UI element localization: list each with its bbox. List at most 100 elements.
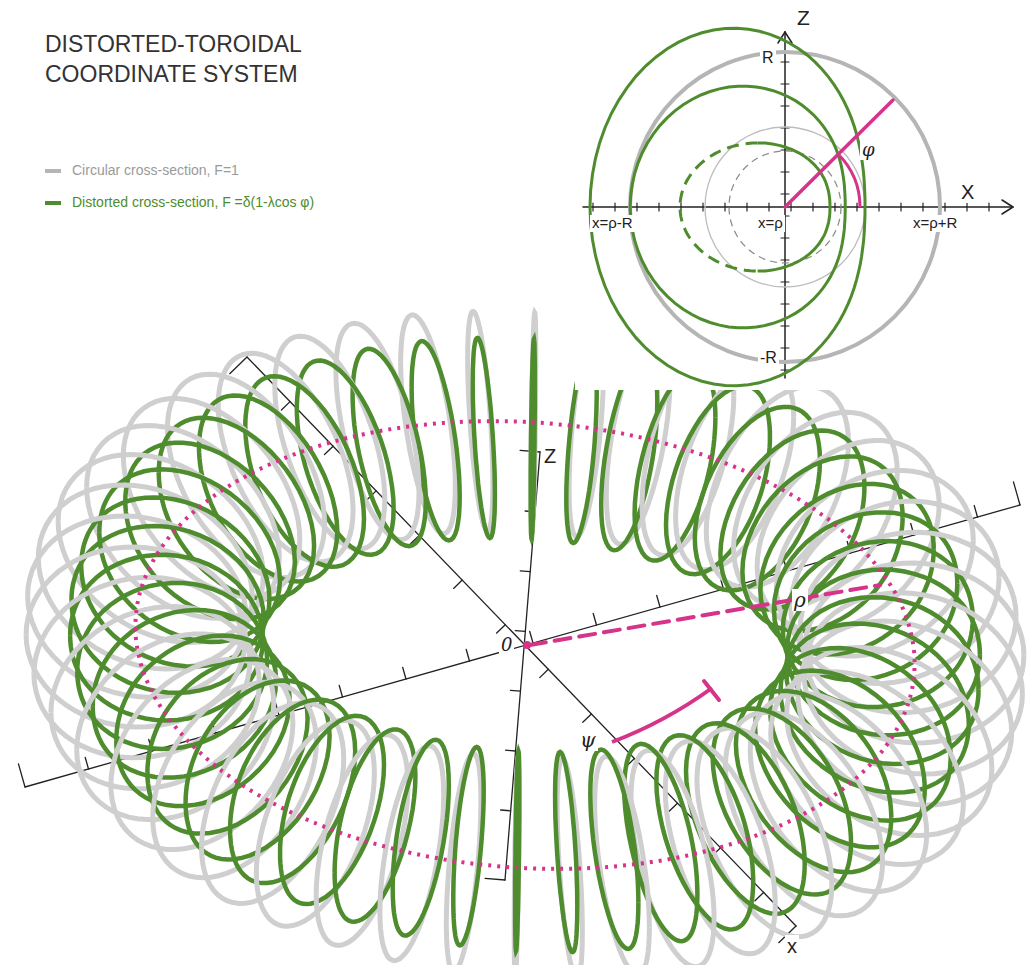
distorted-section-dashed xyxy=(680,143,758,271)
axis-tick xyxy=(657,595,660,607)
axis-tick xyxy=(281,402,290,410)
inset-tick xyxy=(592,203,593,211)
inset-tick xyxy=(944,203,945,211)
axis-tick xyxy=(755,892,764,900)
axis-tick xyxy=(466,649,469,661)
axis-tick xyxy=(18,764,25,787)
distorted-section xyxy=(590,28,865,385)
distorted-cross-section xyxy=(335,729,416,921)
inset-tick xyxy=(834,203,835,211)
inset-tick xyxy=(922,203,923,211)
inset-tick xyxy=(614,203,615,211)
distorted-cross-section xyxy=(393,740,449,936)
distorted-cross-section xyxy=(736,691,891,872)
axis-label: Z xyxy=(542,445,558,467)
inset-x-axis xyxy=(583,206,1012,208)
inset-tick xyxy=(781,105,789,106)
axis-label: x xyxy=(785,935,799,957)
inset-arrow xyxy=(1002,207,1013,214)
radius-line xyxy=(530,585,880,645)
inset-tick xyxy=(781,259,789,260)
axis-tick xyxy=(515,630,525,632)
inset-tick xyxy=(812,203,813,211)
axis-label: ρ xyxy=(792,589,808,611)
distorted-cross-section xyxy=(590,750,638,949)
axis-label: x=ρ xyxy=(756,215,785,232)
major-circle xyxy=(135,421,914,869)
axis-label: -R xyxy=(758,349,779,367)
axis-tick xyxy=(339,685,342,697)
axis-label: R xyxy=(760,49,776,67)
distorted-cross-section xyxy=(515,751,519,951)
inset-tick xyxy=(781,149,789,150)
axis-tick xyxy=(497,625,506,633)
axis-tick xyxy=(501,809,511,811)
circular-cross-section xyxy=(771,672,964,865)
inset-tick xyxy=(781,303,789,304)
axis-tick xyxy=(506,750,516,752)
axis-tick xyxy=(669,803,678,811)
inset-tick xyxy=(781,325,789,326)
distorted-cross-section xyxy=(473,338,495,538)
distorted-cross-section xyxy=(453,747,483,945)
axis-tick xyxy=(1013,482,1020,505)
axis-tick xyxy=(530,631,533,643)
inset-tick xyxy=(781,83,789,84)
inset-tick xyxy=(781,281,789,282)
inset-tick xyxy=(781,237,789,238)
inset-tick xyxy=(746,203,747,211)
inset-ground xyxy=(575,20,1030,390)
axis-tick xyxy=(485,878,505,880)
legend-text: Distorted cross-section, F =δ(1-λcos φ) xyxy=(72,194,314,210)
axis-tick xyxy=(403,667,406,679)
axis-label: x=ρ-R xyxy=(590,215,635,232)
distorted-cross-section xyxy=(531,339,535,539)
inset-tick xyxy=(900,203,901,211)
inset-tick xyxy=(790,203,791,211)
axis-tick xyxy=(593,613,596,625)
distorted-section xyxy=(630,86,845,328)
inset-tick xyxy=(658,203,659,211)
distorted-section xyxy=(758,143,830,271)
legend-swatch xyxy=(45,201,61,205)
circular-cross-section xyxy=(750,693,927,891)
axis-tick xyxy=(540,669,549,677)
axis-tick xyxy=(583,714,592,722)
inset-tick xyxy=(781,347,789,348)
axis-label: x=ρ+R xyxy=(911,215,959,232)
axis-tick xyxy=(454,580,463,588)
origin-dot xyxy=(523,641,531,649)
inset-tick xyxy=(636,203,637,211)
circular-cross-section xyxy=(153,682,317,877)
circular-cross-section xyxy=(275,336,385,549)
inset-tick xyxy=(781,61,789,62)
axis-tick xyxy=(974,506,977,518)
inset-tick xyxy=(856,203,857,211)
inset-tick xyxy=(768,203,769,211)
inset-tick xyxy=(724,203,725,211)
inset-tick xyxy=(781,171,789,172)
axis-tick xyxy=(324,446,333,454)
inset-tick xyxy=(702,203,703,211)
title: DISTORTED-TOROIDAL COORDINATE SYSTEM xyxy=(45,30,375,90)
axis-tick xyxy=(85,757,88,769)
inset-tick xyxy=(966,203,967,211)
axis-label: ψ xyxy=(578,729,598,751)
axis-label: 0 xyxy=(499,635,514,655)
circular-section xyxy=(630,52,940,362)
axis-tick xyxy=(510,690,520,692)
phi-line xyxy=(785,100,893,207)
axis-label: Z xyxy=(795,6,812,29)
distorted-cross-section xyxy=(555,752,577,952)
legend-swatch xyxy=(45,169,61,173)
legend-text: Circular cross-section, F=1 xyxy=(72,162,239,178)
distorted-cross-section xyxy=(186,681,330,860)
inset-arrow xyxy=(1002,200,1013,207)
inset-tick xyxy=(781,193,789,194)
psi-arc-tick xyxy=(704,681,719,700)
phi-arc xyxy=(838,154,860,207)
axis-tick xyxy=(520,570,530,572)
axis-label: X xyxy=(959,181,976,203)
psi-arc xyxy=(612,688,712,742)
inset-tick xyxy=(988,203,989,211)
